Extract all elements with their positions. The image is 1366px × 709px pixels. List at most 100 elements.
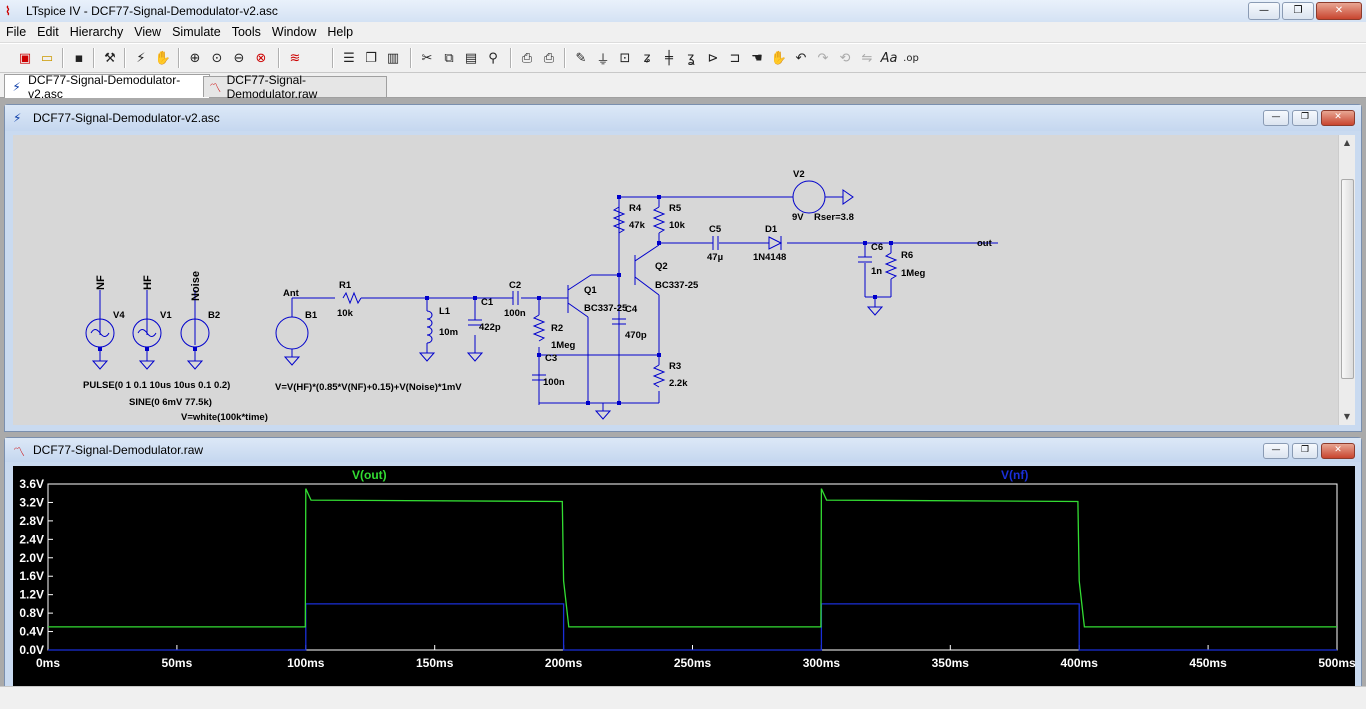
r5-label: R5 [669, 203, 682, 214]
schematic-window-titlebar: ⚡ DCF77-Signal-Demodulator-v2.asc — ❐ ✕ [5, 105, 1361, 131]
drag-icon[interactable]: ✋ [770, 50, 788, 66]
waveform-icon: 〽 [209, 80, 222, 95]
menu-file[interactable]: File [6, 25, 27, 39]
net-label-nf: NF [95, 275, 107, 290]
schematic-window-title: DCF77-Signal-Demodulator-v2.asc [33, 111, 220, 125]
zoom-pan-icon[interactable]: ⊙ [211, 50, 223, 66]
diode-icon[interactable]: ⊳ [707, 50, 719, 66]
ground-icon[interactable]: ⏚ [596, 52, 610, 68]
redo-icon[interactable]: ↷ [817, 50, 829, 66]
r5-value: 10k [669, 220, 686, 231]
zoom-in-icon[interactable]: ⊕ [189, 50, 201, 66]
waveform-window-titlebar: 〽 DCF77-Signal-Demodulator.raw — ❐ ✕ [5, 438, 1361, 462]
label-net-icon[interactable]: ⊡ [619, 50, 631, 66]
move-icon[interactable]: ☚ [751, 50, 763, 66]
component-icon[interactable]: ⊐ [729, 50, 741, 66]
b1-label: B1 [305, 310, 318, 321]
schematic-close-button[interactable]: ✕ [1321, 110, 1355, 126]
waveform-plot[interactable]: V(out) V(nf) 0.0V0.4V0.8V1.2V1.6V2.0V2.4… [13, 466, 1355, 688]
tab-label: DCF77-Signal-Demodulator.raw [226, 73, 318, 101]
waveform-close-button[interactable]: ✕ [1321, 443, 1355, 459]
y-tick-label: 3.6V [19, 477, 44, 491]
schematic-window-controls: — ❐ ✕ [1263, 110, 1355, 126]
c4-label: C4 [625, 304, 638, 315]
undo-icon[interactable]: ↶ [795, 50, 807, 66]
capacitor-icon[interactable]: ╪ [665, 50, 673, 66]
menu-view[interactable]: View [134, 25, 162, 39]
waveform-icon: 〽 [13, 445, 26, 459]
draw-wire-icon[interactable]: ✎ [575, 50, 587, 66]
r1-label: R1 [339, 280, 352, 291]
c2-value: 100n [504, 308, 526, 319]
r2-value: 1Meg [551, 340, 575, 351]
waveform-minimize-button[interactable]: — [1263, 443, 1289, 459]
y-tick-label: 2.8V [19, 514, 44, 528]
r4-value: 47k [629, 220, 646, 231]
copy-icon[interactable]: ⧉ [444, 50, 454, 66]
schematic-maximize-button[interactable]: ❐ [1292, 110, 1318, 126]
tile-horizontal-icon[interactable]: ☰ [343, 50, 355, 66]
save-icon[interactable]: ▪ [74, 50, 84, 66]
menu-tools[interactable]: Tools [231, 25, 261, 39]
r4-label: R4 [629, 203, 642, 214]
q1-label: Q1 [584, 285, 597, 296]
mirror-icon[interactable]: ⇋ [861, 50, 873, 66]
net-label-ant: Ant [283, 288, 300, 299]
schematic-minimize-button[interactable]: — [1263, 110, 1289, 126]
run-icon[interactable]: ⚡ [136, 50, 146, 66]
menu-window[interactable]: Window [271, 25, 317, 39]
window-title: LTspice IV - DCF77-Signal-Demodulator-v2… [26, 4, 278, 18]
toolbar: ▣ ▭ ▪ ⚒ ⚡ ✋ ⊕ ⊙ ⊖ ⊗ ≋ ☰ ❐ ▥ ✂ ⧉ ▤ ⚲ ⎙ ⎙ [0, 43, 1366, 73]
text-icon[interactable]: Aa [880, 50, 898, 66]
schematic-vertical-scrollbar[interactable]: ▲ ▼ [1338, 135, 1355, 425]
cut-icon[interactable]: ✂ [421, 50, 433, 66]
autoscale-icon[interactable]: ≋ [289, 50, 301, 66]
d1-value: 1N4148 [753, 252, 786, 263]
y-tick-label: 1.2V [19, 588, 44, 602]
cascade-icon[interactable]: ❐ [365, 50, 377, 66]
spice-directive-icon[interactable]: .op [903, 52, 919, 64]
b1-expression: V=V(HF)*(0.85*V(NF)+0.15)+V(Noise)*1mV [275, 382, 462, 393]
x-tick-label: 300ms [803, 656, 841, 670]
legend-v-out[interactable]: V(out) [352, 468, 387, 482]
maximize-button[interactable]: ❐ [1282, 2, 1314, 20]
schematic-icon: ⚡ [13, 111, 22, 125]
halt-icon[interactable]: ✋ [154, 50, 172, 66]
print-icon[interactable]: ⎙ [543, 50, 555, 66]
menu-hierarchy[interactable]: Hierarchy [69, 25, 124, 39]
menu-simulate[interactable]: Simulate [172, 25, 221, 39]
zoom-cancel-icon[interactable]: ⊗ [255, 50, 267, 66]
tile-vertical-icon[interactable]: ▥ [386, 50, 400, 66]
y-tick-label: 0.8V [19, 606, 44, 620]
scroll-thumb[interactable] [1341, 179, 1354, 379]
minimize-button[interactable]: — [1248, 2, 1280, 20]
legend-v-nf[interactable]: V(nf) [1001, 468, 1028, 482]
resistor-icon[interactable]: ʑ [643, 50, 651, 66]
status-bar [0, 686, 1366, 709]
net-label-out: out [977, 238, 993, 249]
c3-label: C3 [545, 353, 557, 364]
r1-value: 10k [337, 308, 354, 319]
r3-value: 2.2k [669, 378, 688, 389]
schematic-canvas[interactable]: NF HF Noise Ant out V4 V1 B2 B1 R1 10k L… [13, 135, 1340, 425]
rotate-icon[interactable]: ⟲ [839, 50, 851, 66]
control-panel-icon[interactable]: ⚒ [104, 50, 116, 66]
trace-v-out[interactable] [48, 488, 1337, 628]
inductor-icon[interactable]: ʓ [687, 50, 695, 66]
close-button[interactable]: ✕ [1316, 2, 1362, 20]
scroll-up-icon[interactable]: ▲ [1343, 138, 1351, 147]
print-setup-icon[interactable]: ⎙ [521, 50, 533, 66]
c1-label: C1 [481, 297, 494, 308]
menu-edit[interactable]: Edit [37, 25, 59, 39]
tab-schematic[interactable]: ⚡ DCF77-Signal-Demodulator-v2.asc [4, 73, 210, 101]
new-schematic-icon[interactable]: ▣ [18, 50, 32, 66]
scroll-down-icon[interactable]: ▼ [1343, 412, 1351, 421]
zoom-out-icon[interactable]: ⊖ [233, 50, 245, 66]
menu-help[interactable]: Help [327, 25, 354, 39]
tab-waveform[interactable]: 〽 DCF77-Signal-Demodulator.raw [203, 73, 387, 101]
open-icon[interactable]: ▭ [40, 50, 54, 66]
waveform-maximize-button[interactable]: ❐ [1292, 443, 1318, 459]
paste-icon[interactable]: ▤ [464, 50, 478, 66]
find-icon[interactable]: ⚲ [488, 50, 498, 66]
schematic-window: ⚡ DCF77-Signal-Demodulator-v2.asc — ❐ ✕ [4, 104, 1362, 432]
